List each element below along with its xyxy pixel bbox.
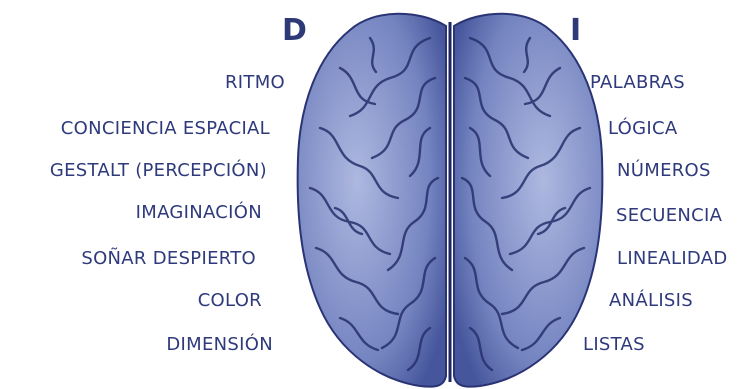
right-hemisphere-shape: [298, 14, 446, 387]
label-dimension: DIMENSIÓN: [166, 334, 273, 356]
left-hemisphere-shape: [454, 14, 602, 387]
label-analisis: ANÁLISIS: [609, 290, 693, 312]
label-color: COLOR: [198, 290, 262, 312]
label-imaginacion: IMAGINACIÓN: [136, 202, 262, 224]
label-numeros: NÚMEROS: [617, 160, 711, 182]
label-ritmo: RITMO: [225, 72, 285, 94]
label-sonar-despierto: SOÑAR DESPIERTO: [81, 248, 256, 270]
brain-illustration: [280, 8, 620, 389]
label-linealidad: LINEALIDAD: [617, 248, 728, 270]
label-secuencia: SECUENCIA: [616, 205, 722, 227]
label-gestalt: GESTALT (PERCEPCIÓN): [50, 160, 267, 182]
label-conciencia-espacial: CONCIENCIA ESPACIAL: [61, 118, 270, 140]
